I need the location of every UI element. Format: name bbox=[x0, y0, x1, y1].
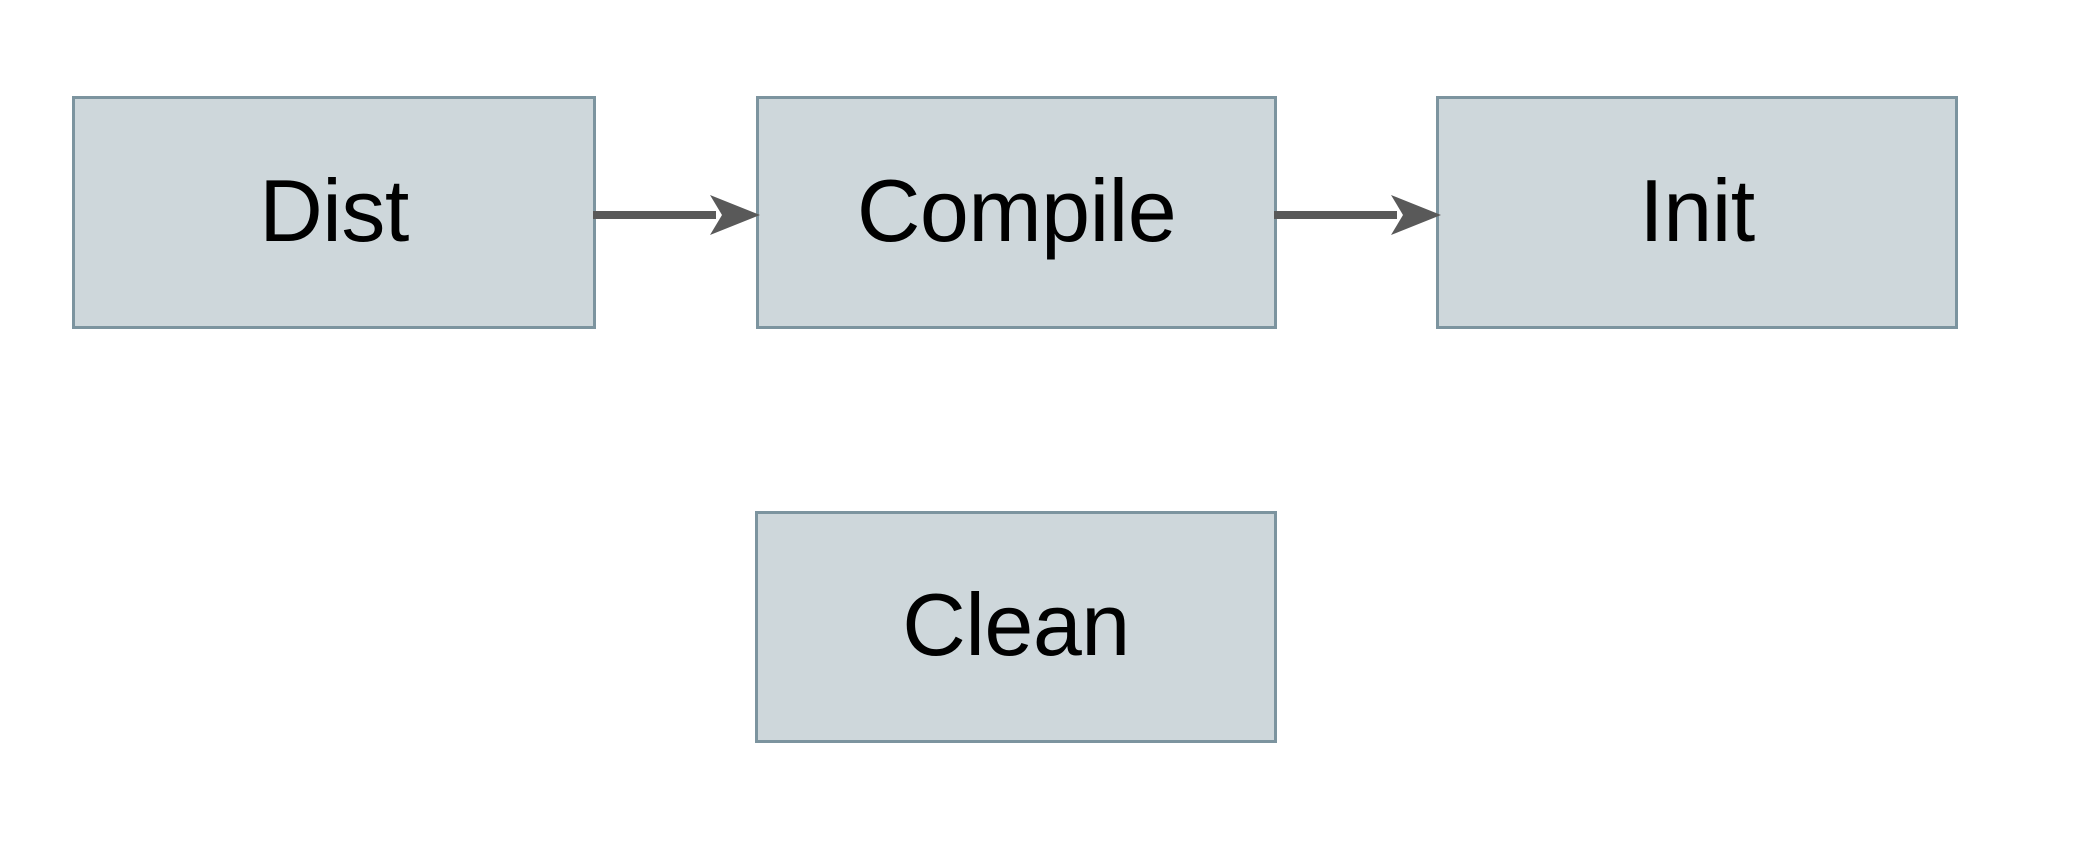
diagram-node-compile[interactable]: Compile bbox=[756, 96, 1277, 329]
diagram-node-init[interactable]: Init bbox=[1436, 96, 1958, 329]
arrow-right-icon bbox=[1391, 195, 1441, 235]
arrow-right-icon bbox=[710, 195, 760, 235]
diagram-edge-dist-to-compile[interactable] bbox=[592, 191, 764, 239]
diagram-node-label: Dist bbox=[259, 160, 409, 260]
diagram-node-dist[interactable]: Dist bbox=[72, 96, 596, 329]
diagram-node-label: Compile bbox=[856, 160, 1177, 260]
diagram-node-label: Clean bbox=[902, 575, 1130, 674]
diagram-node-clean[interactable]: Clean bbox=[755, 511, 1277, 743]
diagram-node-label: Init bbox=[1639, 160, 1755, 260]
diagram-edge-compile-to-init[interactable] bbox=[1273, 191, 1445, 239]
